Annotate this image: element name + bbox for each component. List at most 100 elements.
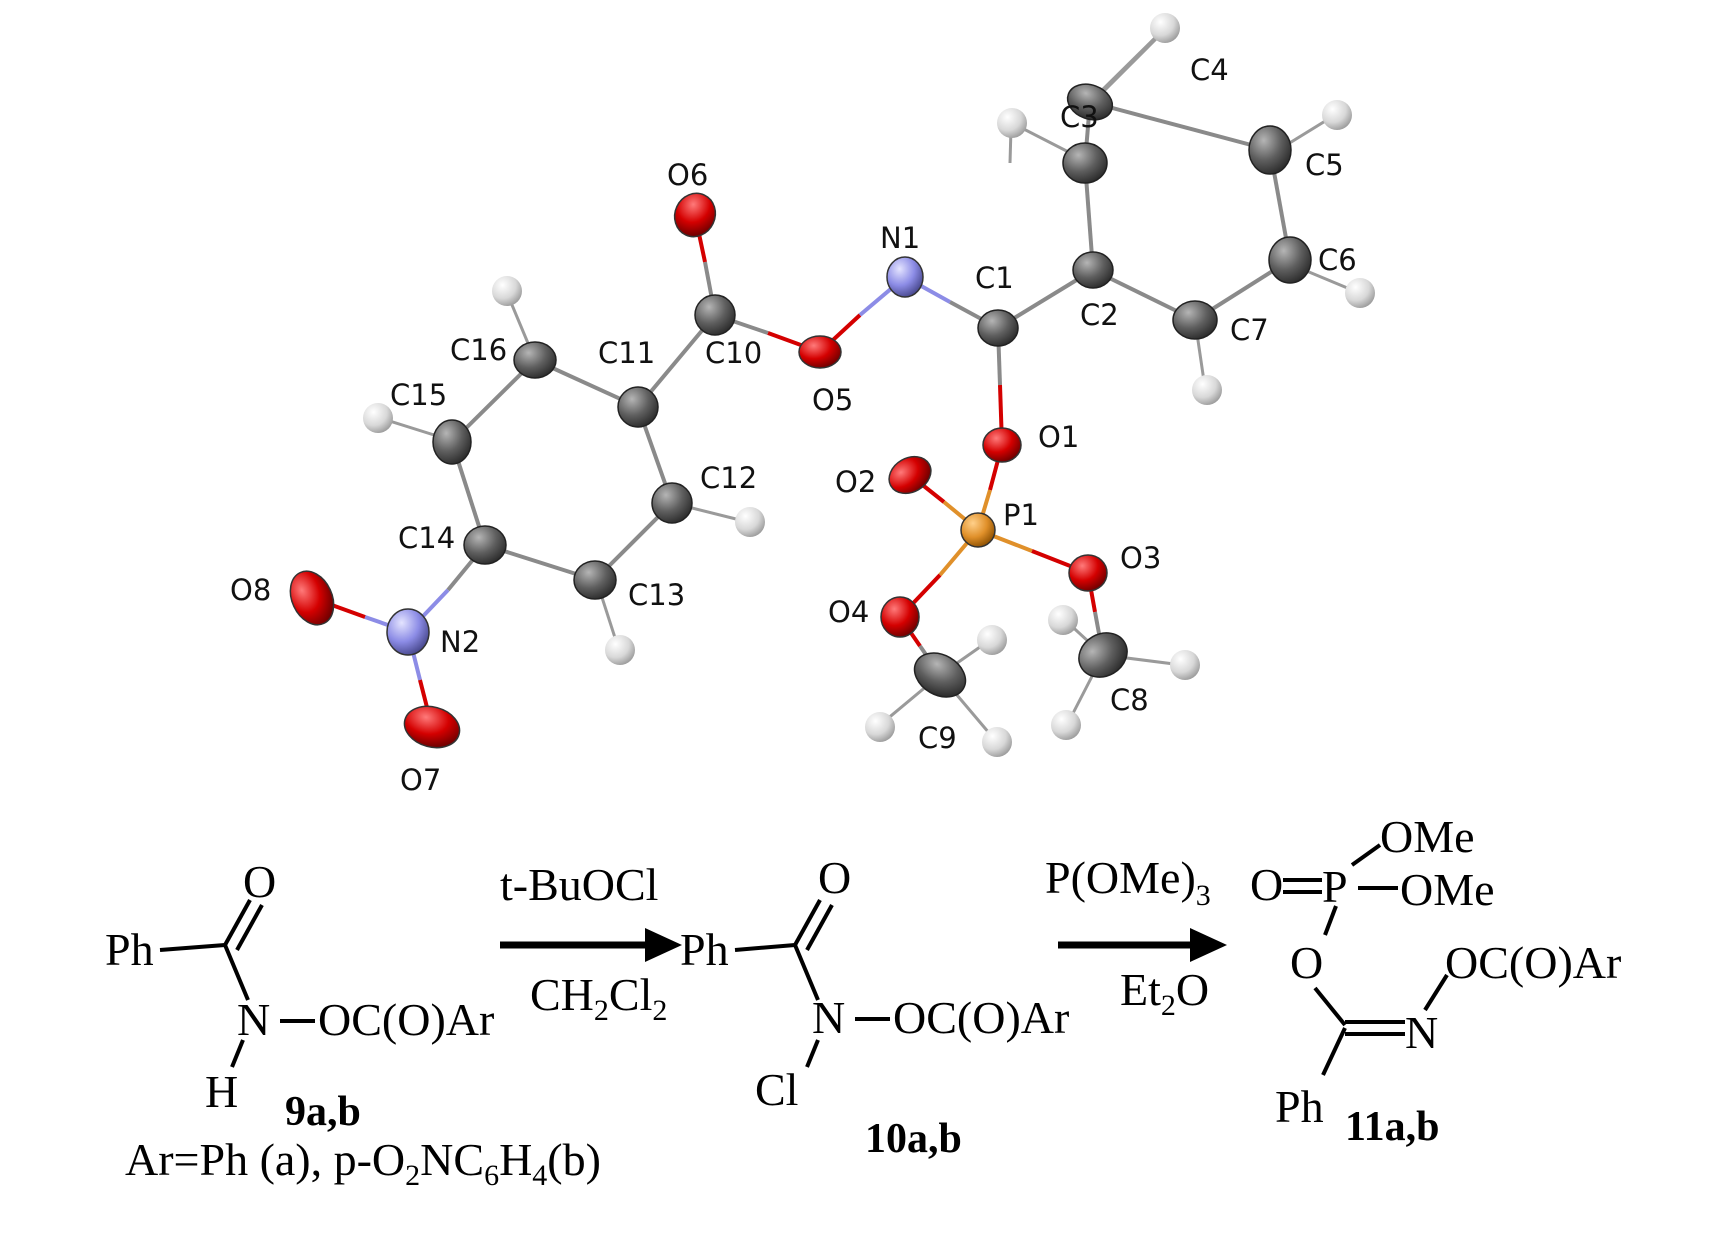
label-c11: C11 [598, 336, 655, 370]
atom-o6 [673, 192, 717, 238]
label-c14: C14 [398, 521, 455, 555]
atom-o7 [403, 705, 461, 749]
h-atom [977, 625, 1007, 655]
label-o5: O5 [812, 383, 853, 417]
h-atom [1150, 13, 1180, 43]
atom-c8 [1078, 632, 1128, 678]
label-o6: O6 [667, 158, 708, 192]
h-atom [363, 403, 393, 433]
label-c16: C16 [450, 333, 507, 367]
c10-cl: Cl [755, 1064, 798, 1115]
h-atom [1322, 100, 1352, 130]
atom-c9 [913, 652, 967, 698]
crystal-structure: C1 C2 C3 C4 C5 C6 C7 C8 C9 C10 C11 C12 C… [230, 13, 1375, 797]
c9-n: N [237, 994, 270, 1045]
compound-9: Ph O N OC(O)Ar H 9a,b Ar=Ph (a), p-O2NC6… [105, 856, 601, 1192]
h-atom [492, 276, 522, 306]
c9-ar-note: Ar=Ph (a), p-O2NC6H4(b) [125, 1134, 601, 1192]
label-c3: C3 [1060, 100, 1099, 134]
atom-c5 [1248, 125, 1292, 175]
label-c4: C4 [1190, 53, 1229, 87]
c11-p: P [1322, 861, 1348, 912]
h-atom [735, 507, 765, 537]
atom-c11 [617, 386, 659, 428]
label-c15: C15 [390, 378, 447, 412]
label-o8: O8 [230, 573, 271, 607]
c11-substituent: OC(O)Ar [1445, 937, 1621, 988]
atom-c6 [1268, 236, 1312, 284]
label-o2: O2 [835, 465, 876, 499]
h-atom [865, 712, 895, 742]
label-c10: C10 [705, 336, 762, 370]
c11-o-double: O [1250, 859, 1283, 910]
label-p1: P1 [1003, 498, 1039, 532]
reaction-scheme: Ph O N OC(O)Ar H 9a,b Ar=Ph (a), p-O2NC6… [105, 811, 1621, 1192]
h-atom [1170, 650, 1200, 680]
label-o3: O3 [1120, 541, 1161, 575]
atom-o2 [888, 455, 932, 495]
label-c8: C8 [1110, 683, 1149, 717]
c10-o: O [818, 852, 851, 903]
c9-o: O [243, 856, 276, 907]
arrow2-solvent: Et2O [1120, 964, 1209, 1022]
atom-c1 [977, 309, 1019, 347]
c11-ome2: OMe [1400, 864, 1495, 915]
atom-o3 [1068, 554, 1108, 592]
bonds-carbon [450, 100, 1292, 582]
atom-c4 [1066, 83, 1114, 121]
heavy-atoms [289, 83, 1312, 749]
arrow1-reagent: t-BuOCl [500, 859, 658, 910]
atom-n2 [386, 608, 430, 656]
atom-o8 [289, 570, 335, 626]
h-atom [982, 727, 1012, 757]
atom-c10 [694, 294, 736, 336]
atom-p1 [960, 512, 996, 548]
c10-substituent: OC(O)Ar [893, 992, 1069, 1043]
atom-o1 [982, 427, 1022, 463]
label-c7: C7 [1230, 313, 1269, 347]
atom-c3 [1062, 142, 1108, 184]
label-c13: C13 [628, 578, 685, 612]
h-atom [1048, 605, 1078, 635]
label-c5: C5 [1305, 148, 1344, 182]
c10-label: 10a,b [865, 1116, 962, 1162]
compound-10: Ph O N OC(O)Ar Cl 10a,b [680, 852, 1069, 1162]
atom-c14 [463, 525, 507, 565]
h-atom [997, 108, 1027, 138]
atom-o5 [798, 335, 842, 369]
atom-c13 [573, 560, 617, 600]
c9-label: 9a,b [285, 1089, 361, 1135]
atom-o4 [880, 596, 920, 638]
label-c2: C2 [1080, 298, 1119, 332]
c11-ph: Ph [1275, 1081, 1324, 1132]
c11-o-link: O [1290, 937, 1323, 988]
arrow2-reagent: P(OMe)3 [1045, 852, 1211, 912]
h-atom [1051, 710, 1081, 740]
label-c12: C12 [700, 461, 757, 495]
label-c1: C1 [975, 261, 1014, 295]
c11-label: 11a,b [1345, 1104, 1440, 1150]
atom-c7 [1172, 300, 1218, 340]
label-n2: N2 [440, 625, 480, 659]
atom-c2 [1072, 251, 1114, 289]
arrow1-solvent: CH2Cl2 [530, 969, 667, 1027]
atom-n1 [886, 256, 924, 298]
c11-ome1: OMe [1380, 811, 1475, 862]
c9-h: H [205, 1066, 238, 1117]
c9-substituent: OC(O)Ar [318, 994, 494, 1045]
label-c6: C6 [1318, 243, 1357, 277]
c10-ph: Ph [680, 924, 729, 975]
reaction-arrow-2: P(OMe)3 Et2O [1045, 852, 1227, 1022]
atom-c16 [513, 341, 557, 379]
label-c9: C9 [918, 721, 957, 755]
label-o4: O4 [828, 595, 869, 629]
hydrogen-atoms [363, 13, 1375, 757]
c11-n: N [1405, 1007, 1438, 1058]
atom-c15 [432, 419, 472, 465]
atom-c12 [651, 482, 693, 524]
atom-labels: C1 C2 C3 C4 C5 C6 C7 C8 C9 C10 C11 C12 C… [230, 53, 1357, 797]
c9-ph: Ph [105, 924, 154, 975]
label-o1: O1 [1038, 420, 1079, 454]
h-atom [1192, 375, 1222, 405]
